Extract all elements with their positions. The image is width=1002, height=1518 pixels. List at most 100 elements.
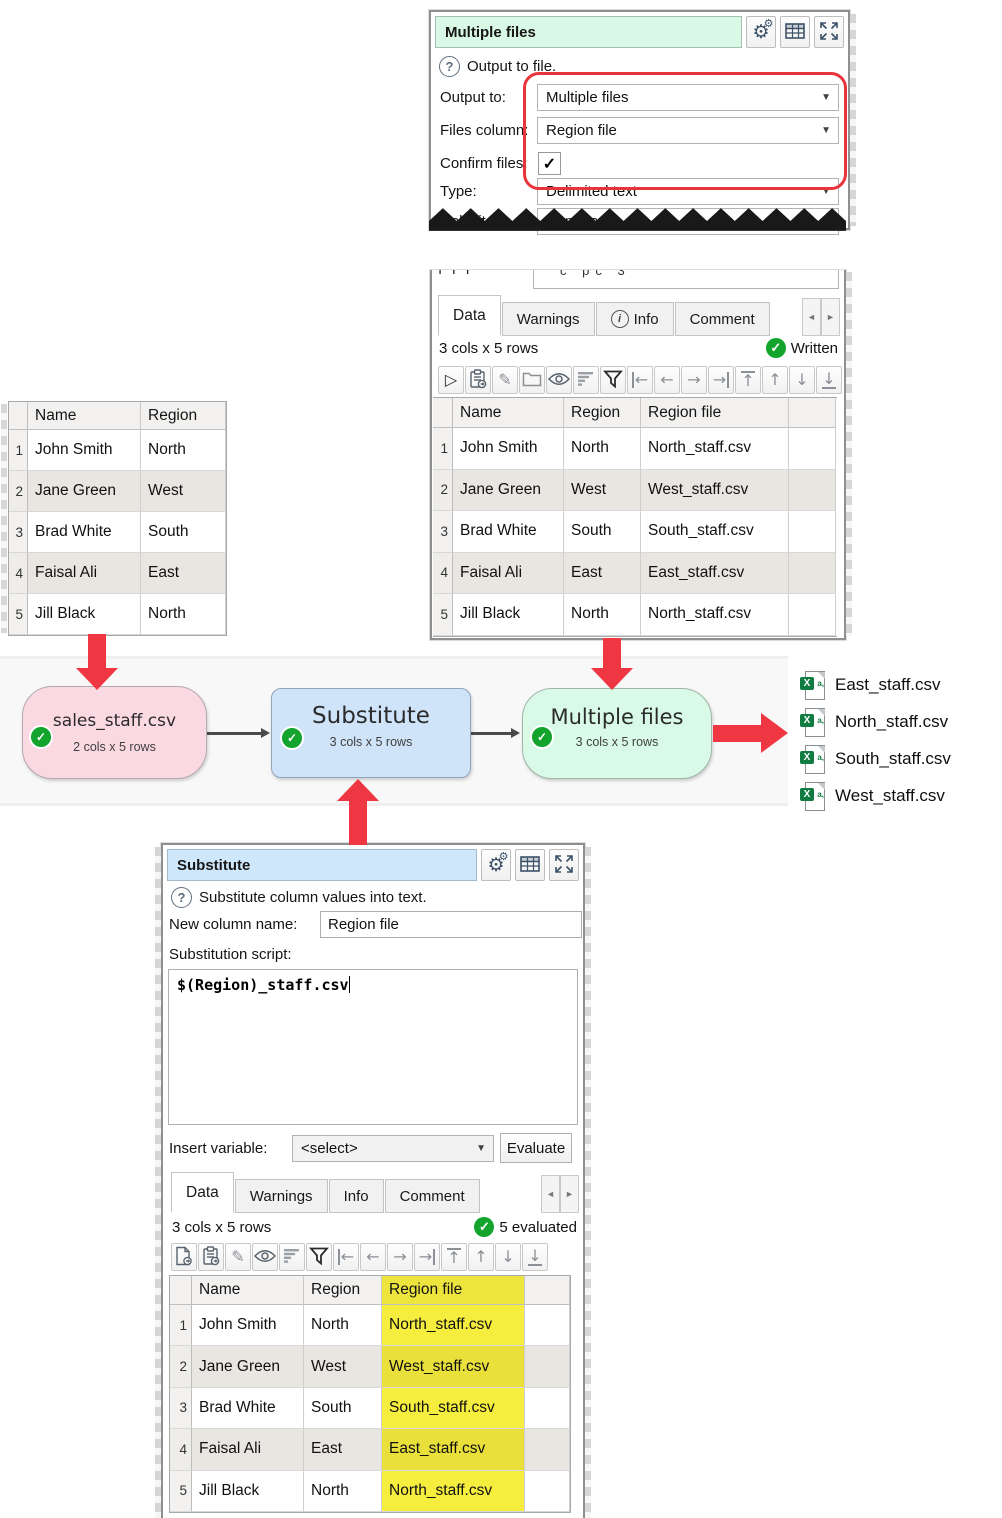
col-left-button[interactable]: ← bbox=[360, 1243, 386, 1271]
node-sales-staff-csv[interactable]: sales_staff.csv 2 cols x 5 rows ✓ bbox=[22, 686, 207, 779]
col-last-button[interactable]: → bbox=[708, 366, 734, 394]
tab-comment[interactable]: Comment bbox=[674, 302, 770, 336]
expand-button[interactable] bbox=[549, 849, 579, 881]
written-status-text: Written bbox=[790, 339, 838, 357]
help-icon[interactable]: ? bbox=[171, 887, 192, 908]
substitute-settings-panel: Substitute ⚙⚙ ? Substitute column values… bbox=[155, 843, 591, 1518]
funnel-icon bbox=[309, 1247, 329, 1268]
file-name: West_staff.csv bbox=[835, 786, 945, 805]
tab-scroll-left-button[interactable]: ◄ bbox=[802, 298, 821, 336]
process-button[interactable]: ▷ bbox=[438, 366, 464, 394]
preview-button[interactable] bbox=[252, 1243, 278, 1271]
col-right-button[interactable]: → bbox=[681, 366, 707, 394]
column-header[interactable]: Name bbox=[453, 398, 564, 428]
col-first-button[interactable]: ← bbox=[627, 366, 653, 394]
open-folder-button[interactable] bbox=[519, 366, 545, 394]
arrow-up-icon: ↑ bbox=[768, 370, 782, 389]
expand-icon bbox=[819, 21, 839, 44]
type-select[interactable]: Delimited text▼ bbox=[537, 178, 839, 205]
row-bottom-button[interactable]: ↓ bbox=[522, 1243, 548, 1271]
node-title: Multiple files bbox=[550, 705, 684, 729]
row-down-button[interactable]: ↓ bbox=[495, 1243, 521, 1271]
filter-button[interactable] bbox=[306, 1243, 332, 1271]
chevron-down-icon: ▼ bbox=[821, 125, 831, 136]
column-header[interactable]: Region bbox=[141, 402, 226, 430]
settings-gear-button[interactable]: ⚙⚙ bbox=[481, 849, 511, 881]
table-header-row: Name Region bbox=[9, 402, 226, 430]
connector-line bbox=[469, 732, 512, 735]
export-file-button[interactable] bbox=[171, 1243, 197, 1271]
table-view-button[interactable] bbox=[515, 849, 545, 881]
tab-comment[interactable]: Comment bbox=[384, 1179, 480, 1213]
expand-button[interactable] bbox=[814, 16, 844, 48]
sort-bars-button[interactable] bbox=[573, 366, 599, 394]
tab-scroll-right-button[interactable]: ► bbox=[821, 298, 840, 336]
column-header[interactable]: Name bbox=[192, 1276, 304, 1305]
insert-variable-label: Insert variable: bbox=[169, 1140, 268, 1157]
settings-gear-button[interactable]: ⚙⚙ bbox=[746, 16, 776, 48]
output-to-select[interactable]: Multiple files▼ bbox=[537, 84, 839, 111]
files-column-select[interactable]: Region file▼ bbox=[537, 117, 839, 144]
tab-scroll-right-button[interactable]: ► bbox=[560, 1175, 579, 1213]
new-column-name-input[interactable]: Region file bbox=[320, 911, 582, 938]
copy-to-clipboard-button[interactable] bbox=[465, 366, 491, 394]
substitution-script-textarea[interactable]: $(Region)_staff.csv bbox=[168, 969, 578, 1125]
col-left-button[interactable]: ← bbox=[654, 366, 680, 394]
node-substitute[interactable]: Substitute 3 cols x 5 rows ✓ bbox=[271, 688, 471, 778]
tab-data[interactable]: Data bbox=[438, 295, 501, 336]
funnel-icon bbox=[603, 370, 623, 391]
evaluate-button[interactable]: Evaluate bbox=[500, 1133, 572, 1163]
column-header[interactable]: Region bbox=[304, 1276, 382, 1305]
tab-warnings[interactable]: Warnings bbox=[501, 302, 595, 336]
row-top-button[interactable]: ↑ bbox=[441, 1243, 467, 1271]
column-header-highlighted[interactable]: Region file bbox=[382, 1276, 525, 1305]
column-header[interactable]: Region file bbox=[641, 398, 789, 428]
row-up-button[interactable]: ↑ bbox=[468, 1243, 494, 1271]
success-check-icon: ✓ bbox=[474, 1217, 495, 1237]
evaluated-status-text: 5 evaluated bbox=[499, 1218, 577, 1236]
row-top-button[interactable]: ↑ bbox=[735, 366, 761, 394]
confirm-files-checkbox[interactable]: ✓ bbox=[538, 152, 561, 175]
arrow-bar-up-icon: ↑ bbox=[741, 371, 755, 390]
insert-variable-select[interactable]: <select>▼ bbox=[292, 1135, 494, 1162]
copy-to-clipboard-button[interactable] bbox=[198, 1243, 224, 1271]
edit-button[interactable]: ✎ bbox=[492, 366, 518, 394]
clipboard-icon bbox=[469, 368, 487, 392]
eye-icon bbox=[547, 372, 571, 389]
node-subtitle: 2 cols x 5 rows bbox=[73, 740, 156, 754]
chevron-down-icon: ▼ bbox=[821, 186, 831, 197]
tab-info[interactable]: Info bbox=[328, 1179, 384, 1213]
edit-button[interactable]: ✎ bbox=[225, 1243, 251, 1271]
col-last-button[interactable]: → bbox=[414, 1243, 440, 1271]
right-triangle-icon: ► bbox=[565, 1189, 574, 1199]
col-first-button[interactable]: ← bbox=[333, 1243, 359, 1271]
column-header[interactable]: Region bbox=[564, 398, 641, 428]
node-multiple-files[interactable]: Multiple files 3 cols x 5 rows ✓ bbox=[522, 688, 712, 779]
panel-help-text: Output to file. bbox=[467, 58, 557, 75]
tab-data[interactable]: Data bbox=[171, 1172, 234, 1213]
tab-scroll-left-button[interactable]: ◄ bbox=[541, 1175, 560, 1213]
connector-line bbox=[205, 732, 262, 735]
filter-button[interactable] bbox=[600, 366, 626, 394]
sort-bars-button[interactable] bbox=[279, 1243, 305, 1271]
row-down-button[interactable]: ↓ bbox=[789, 366, 815, 394]
help-icon[interactable]: ? bbox=[439, 56, 460, 77]
table-view-button[interactable] bbox=[780, 16, 810, 48]
row-up-button[interactable]: ↑ bbox=[762, 366, 788, 394]
panel-title-text: Substitute bbox=[177, 856, 251, 874]
tab-warnings[interactable]: Warnings bbox=[234, 1179, 328, 1213]
arrow-bar-up-icon: ↑ bbox=[447, 1248, 461, 1267]
arrow-bar-down-icon: ↓ bbox=[822, 369, 836, 389]
panel-title: Substitute bbox=[167, 849, 477, 881]
col-right-button[interactable]: → bbox=[387, 1243, 413, 1271]
row-bottom-button[interactable]: ↓ bbox=[816, 366, 842, 394]
column-header[interactable]: Name bbox=[28, 402, 141, 430]
confirm-files-label: Confirm files: bbox=[440, 155, 528, 172]
preview-button[interactable] bbox=[546, 366, 572, 394]
